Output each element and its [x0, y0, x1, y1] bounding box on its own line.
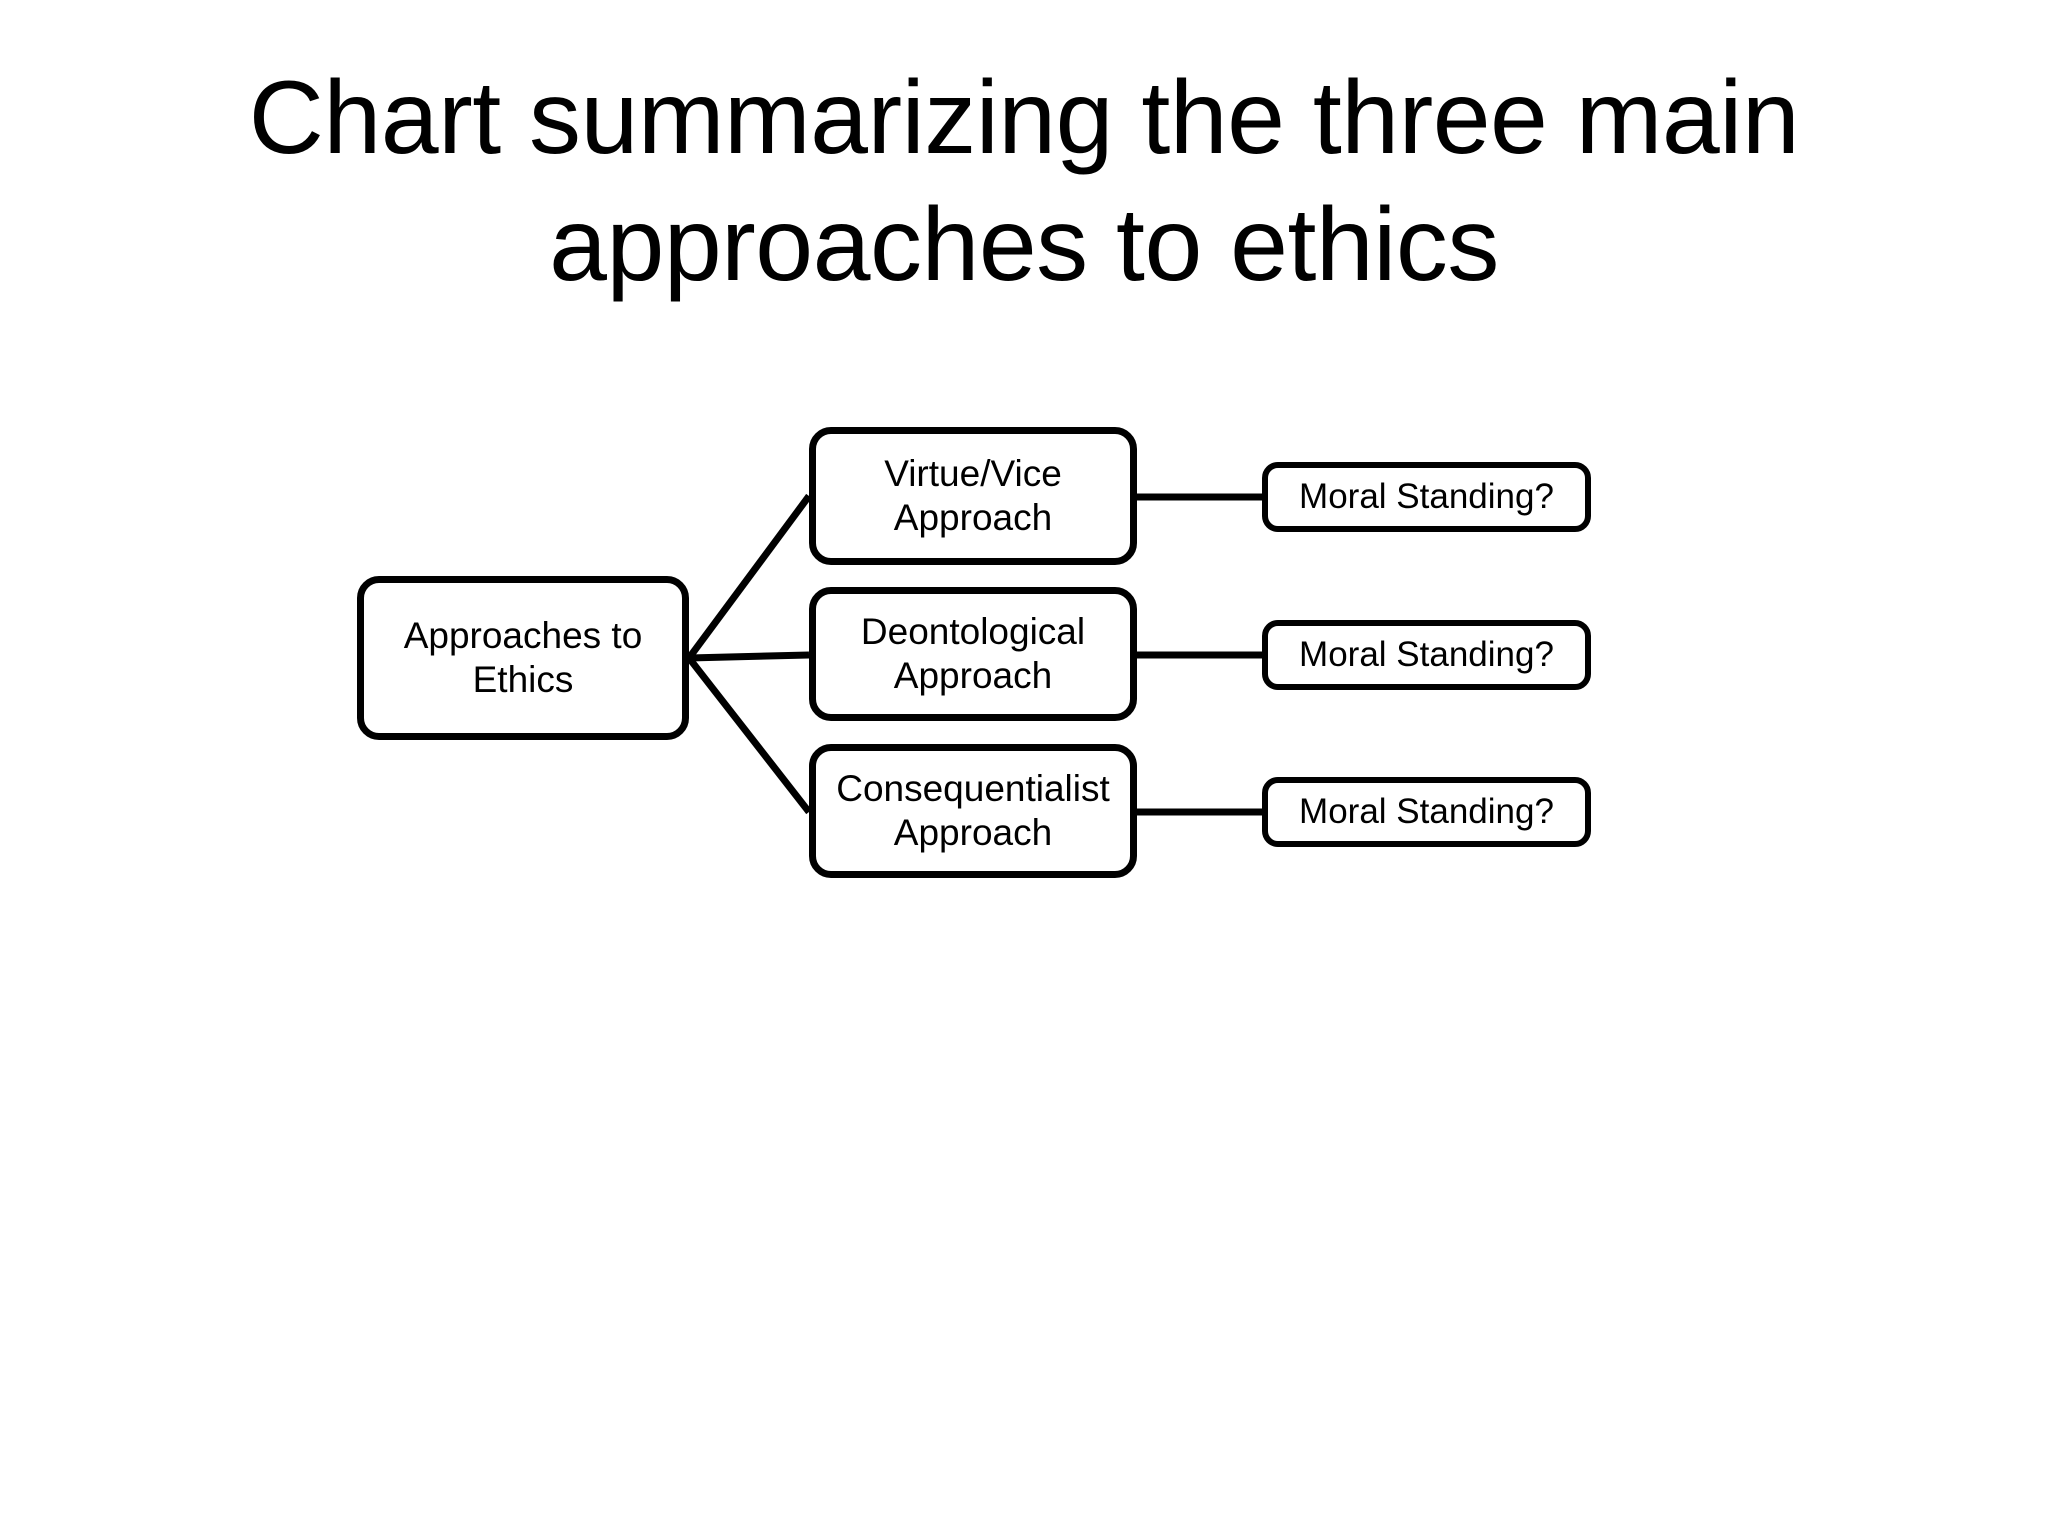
edge-root-to-deontological: [688, 651, 810, 662]
node-virtue-vice-approach[interactable]: Virtue/Vice Approach: [809, 427, 1137, 565]
node-consequentialist-approach[interactable]: Consequentialist Approach: [809, 744, 1137, 878]
node-moral-standing-deontological-label: Moral Standing?: [1299, 635, 1554, 675]
node-approaches-to-ethics[interactable]: Approaches to Ethics: [357, 576, 689, 740]
node-moral-standing-consequentialist[interactable]: Moral Standing?: [1262, 777, 1591, 847]
node-deontological-approach-label: Deontological Approach: [860, 611, 1086, 696]
node-moral-standing-deontological[interactable]: Moral Standing?: [1262, 620, 1591, 690]
edge-root-to-virtue: [686, 493, 812, 661]
node-virtue-vice-approach-label: Virtue/Vice Approach: [884, 453, 1062, 538]
page-title: Chart summarizing the three main approac…: [248, 60, 1800, 303]
edge-root-to-consequentialist: [686, 655, 812, 815]
node-moral-standing-consequentialist-label: Moral Standing?: [1299, 792, 1554, 832]
node-consequentialist-approach-label: Consequentialist Approach: [836, 768, 1110, 853]
node-approaches-to-ethics-label: Approaches to Ethics: [403, 615, 643, 700]
node-moral-standing-virtue[interactable]: Moral Standing?: [1262, 462, 1591, 532]
node-moral-standing-virtue-label: Moral Standing?: [1299, 477, 1554, 517]
node-deontological-approach[interactable]: Deontological Approach: [809, 587, 1137, 721]
